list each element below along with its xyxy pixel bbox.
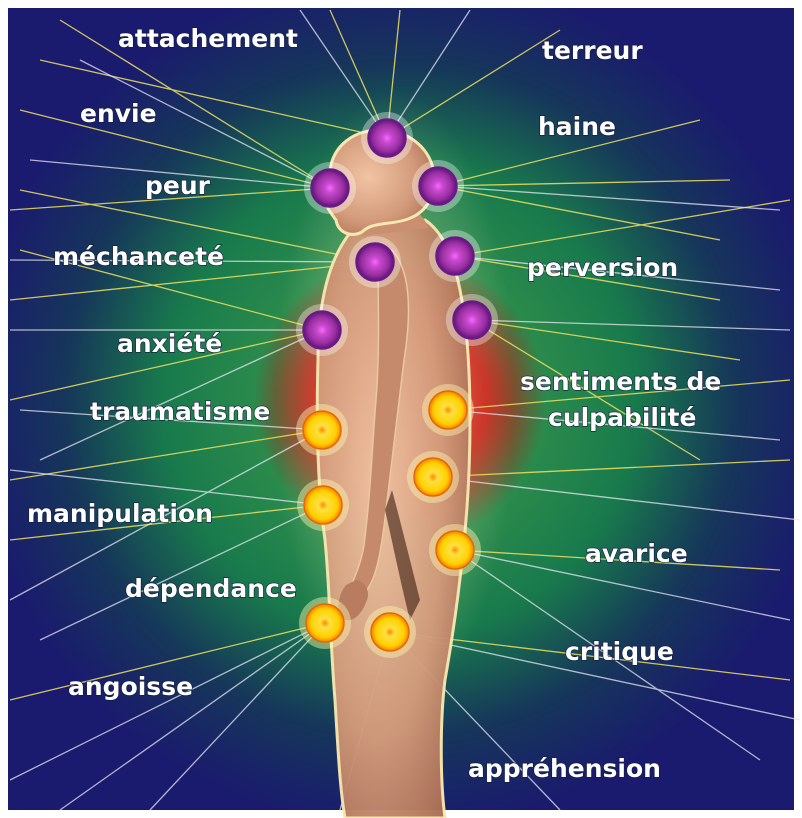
label-angoisse: angoisse [68,672,193,701]
label-anxiete: anxiété [117,329,222,358]
label-sentiments-line2: culpabilité [548,403,696,432]
label-perversion: perversion [527,253,678,282]
label-terreur: terreur [542,36,643,65]
label-envie: envie [80,99,157,128]
label-critique: critique [565,637,674,666]
label-dependance: dépendance [125,574,297,603]
label-mechancete: méchanceté [53,242,224,271]
label-sentiments-line1: sentiments de [520,367,721,396]
label-traumatisme: traumatisme [90,397,270,426]
label-haine: haine [538,112,616,141]
label-attachement: attachement [118,24,298,53]
label-avarice: avarice [585,539,688,568]
label-peur: peur [145,171,211,200]
label-manipulation: manipulation [27,499,213,528]
label-apprehension: appréhension [468,754,661,783]
